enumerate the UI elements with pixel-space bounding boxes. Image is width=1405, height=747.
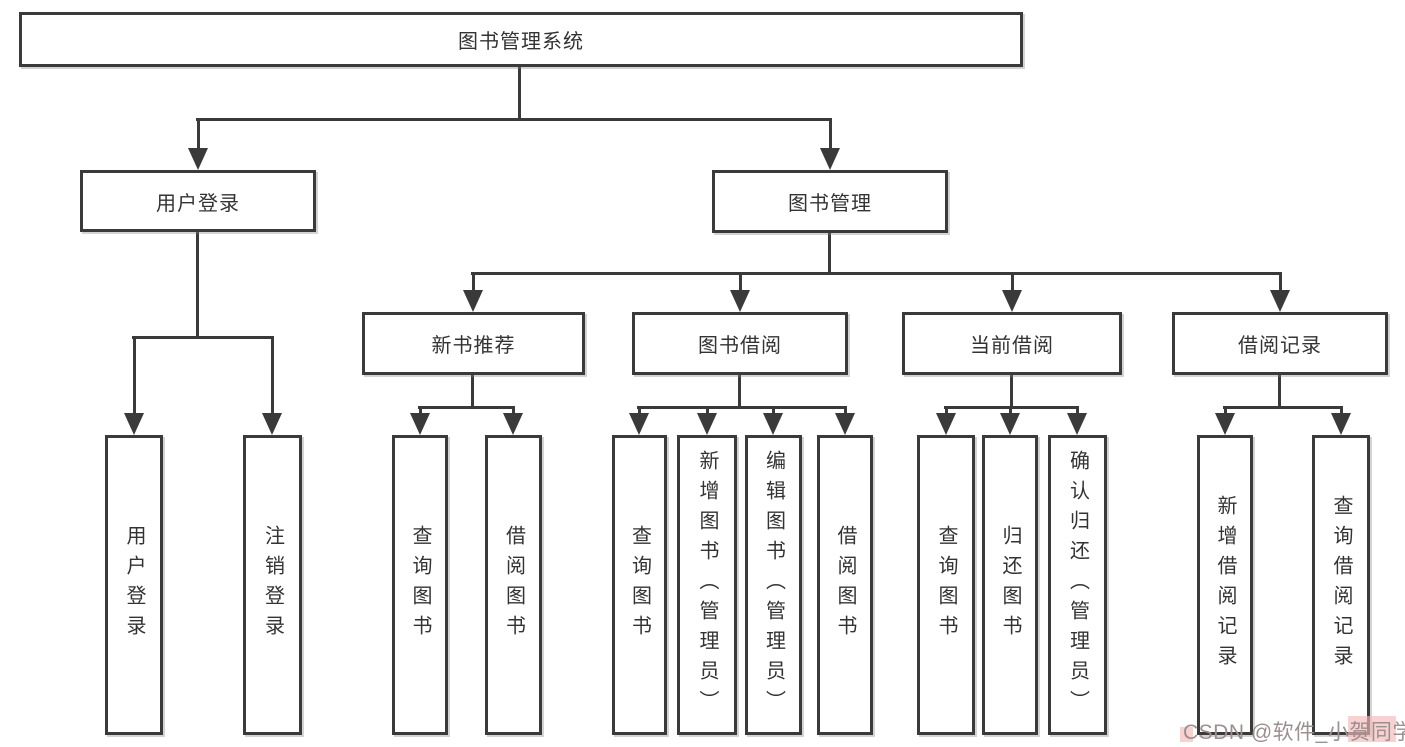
node-label: 图书管理: [788, 193, 872, 215]
leaf-label: 借阅图书: [834, 525, 856, 645]
connector-line: [1278, 375, 1281, 406]
connector-line: [418, 406, 515, 409]
connector-arrow-down: [936, 406, 956, 435]
leaf-label: 编辑图书（管理员）: [762, 450, 785, 720]
leaf-borrow-books-recommend: 借阅图书: [485, 435, 542, 735]
connector-line: [196, 232, 199, 336]
watermark-text: CSDN @软件_小贺同学: [1183, 721, 1405, 744]
node-label: 用户登录: [156, 192, 240, 215]
connector-line: [637, 406, 847, 409]
leaf-query-books-recommend: 查询图书: [392, 435, 448, 735]
connector-line: [196, 118, 832, 121]
leaf-label: 查询图书: [628, 525, 651, 645]
leaf-query-borrow-record: 查询借阅记录: [1312, 435, 1370, 735]
connector-arrow-down: [820, 118, 840, 170]
leaf-label: 新增图书（管理员）: [696, 450, 718, 720]
leaf-label: 查询借阅记录: [1330, 495, 1352, 675]
connector-arrow-down: [188, 118, 208, 170]
leaf-label: 用户登录: [123, 525, 145, 645]
leaf-label: 归还图书: [999, 525, 1021, 645]
connector-arrow-down: [1002, 272, 1022, 312]
connector-arrow-down: [124, 336, 144, 435]
node-current-borrowing: 当前借阅: [902, 312, 1122, 375]
watermark-highlight: [1348, 716, 1396, 742]
node-label: 新书推荐: [431, 335, 516, 357]
node-new-book-recommendation: 新书推荐: [362, 312, 585, 375]
leaf-confirm-return-admin: 确认归还（管理员）: [1048, 435, 1107, 735]
leaf-edit-books-admin: 编辑图书（管理员）: [745, 435, 802, 735]
leaf-label: 新增借阅记录: [1214, 495, 1236, 675]
leaf-label: 查询图书: [409, 525, 431, 645]
connector-arrow-down: [1067, 406, 1087, 435]
connector-arrow-down: [1270, 272, 1290, 312]
connector-arrow-down: [697, 406, 717, 435]
connector-arrow-down: [410, 406, 430, 435]
node-library-management-system: 图书管理系统: [19, 12, 1023, 67]
leaf-label: 注销登录: [261, 525, 284, 645]
leaf-query-books-borrow: 查询图书: [612, 435, 667, 735]
leaf-borrow-books: 借阅图书: [817, 435, 873, 735]
node-label: 借阅记录: [1238, 335, 1322, 357]
connector-arrow-down: [629, 406, 649, 435]
leaf-add-borrow-record: 新增借阅记录: [1197, 435, 1253, 735]
leaf-user-login: 用户登录: [105, 435, 163, 735]
connector-arrow-down: [730, 272, 750, 312]
leaf-return-books: 归还图书: [982, 435, 1038, 735]
connector-arrow-down: [503, 406, 523, 435]
connector-line: [132, 336, 274, 339]
leaf-add-books-admin: 新增图书（管理员）: [677, 435, 737, 735]
node-borrowing-records: 借阅记录: [1172, 312, 1388, 375]
connector-arrow-down: [463, 272, 483, 312]
connector-line: [828, 233, 831, 272]
node-book-borrowing: 图书借阅: [632, 312, 848, 375]
node-book-management: 图书管理: [712, 170, 948, 233]
connector-line: [518, 67, 521, 118]
node-user-login: 用户登录: [80, 170, 316, 232]
connector-arrow-down: [1000, 406, 1020, 435]
watermark-highlight: [1180, 727, 1193, 742]
connector-arrow-down: [835, 406, 855, 435]
node-label: 图书借阅: [698, 335, 782, 357]
connector-arrow-down: [1215, 406, 1235, 435]
connector-arrow-down: [1331, 406, 1351, 435]
leaf-label: 查询图书: [935, 525, 957, 645]
node-label: 当前借阅: [970, 335, 1054, 357]
connector-line: [944, 406, 1079, 409]
leaf-logout: 注销登录: [243, 435, 302, 735]
connector-line: [1223, 406, 1343, 409]
connector-line: [471, 375, 474, 406]
leaf-query-books-current: 查询图书: [917, 435, 975, 735]
leaf-label: 借阅图书: [502, 525, 525, 645]
connector-line: [738, 375, 741, 406]
node-label: 图书管理系统: [458, 31, 584, 53]
connector-arrow-down: [262, 336, 282, 435]
connector-line: [1010, 375, 1013, 406]
connector-arrow-down: [763, 406, 783, 435]
connector-line: [471, 272, 1282, 275]
leaf-label: 确认归还（管理员）: [1066, 450, 1089, 720]
